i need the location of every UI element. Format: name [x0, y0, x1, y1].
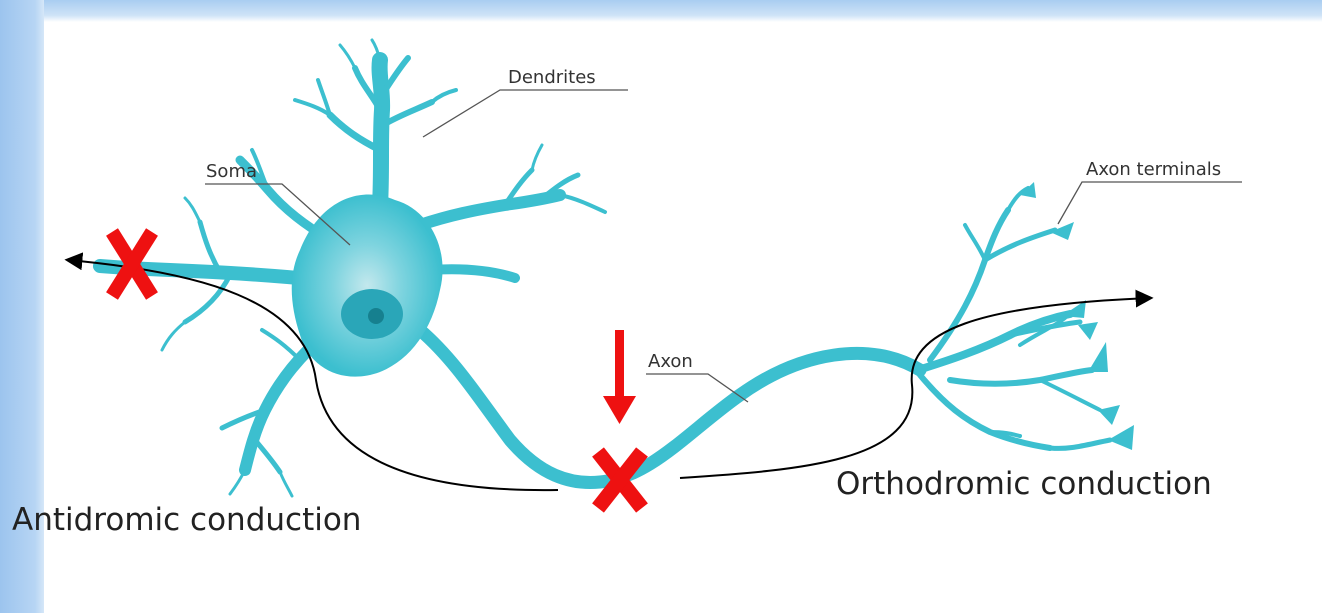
bouton — [1078, 322, 1098, 340]
dendrites-callout-line — [423, 90, 628, 137]
soma-label: Soma — [206, 161, 257, 182]
axon-terminals-callout-line — [1058, 182, 1242, 224]
neuron — [100, 40, 1110, 496]
axon-terminals-label: Axon terminals — [1086, 159, 1221, 180]
bouton — [1098, 405, 1120, 425]
axon-terminals — [918, 188, 1110, 448]
antidromic-conduction-label: Antidromic conduction — [12, 502, 361, 538]
bouton — [1088, 342, 1108, 372]
axon-label: Axon — [648, 351, 693, 372]
bouton — [1108, 425, 1134, 450]
dendrites-label: Dendrites — [508, 67, 596, 88]
red-down-arrow-icon — [603, 330, 636, 424]
nucleolus — [368, 308, 384, 324]
terminal-boutons — [1020, 182, 1134, 450]
bouton — [1050, 222, 1074, 240]
soma — [292, 194, 443, 376]
orthodromic-conduction-label: Orthodromic conduction — [836, 466, 1212, 502]
